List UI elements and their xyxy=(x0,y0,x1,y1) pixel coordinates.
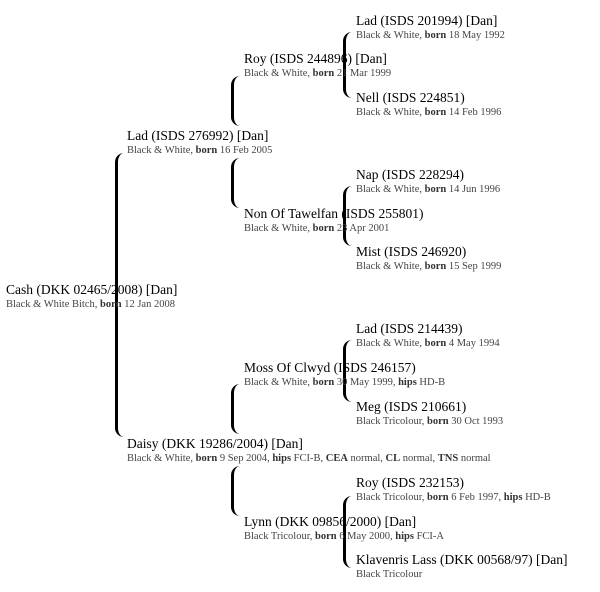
dog-details: Black & White, born 16 Feb 2005 xyxy=(127,145,273,156)
dog-lad-sire: Lad (ISDS 276992) [Dan] Black & White, b… xyxy=(127,127,272,158)
dog-roy-sire-sire: Roy (ISDS 244896) [Dan] Black & White, b… xyxy=(244,50,391,81)
connector-lynn-grandparents xyxy=(343,496,352,568)
dog-lynn: Lynn (DKK 09856/2000) [Dan] Black Tricol… xyxy=(244,513,444,544)
dog-name[interactable]: Lad (ISDS 276992) [Dan] xyxy=(127,128,269,143)
dog-details: Black & White, born 30 May 1999, hips HD… xyxy=(244,377,446,388)
connector-lad-parents xyxy=(231,76,240,126)
dog-meg: Meg (ISDS 210661) Black Tricolour, born … xyxy=(356,398,503,429)
dog-details: Black & White, born 9 Sep 2004, hips FCI… xyxy=(127,453,491,464)
dog-name[interactable]: Nell (ISDS 224851) xyxy=(356,90,465,105)
dog-details: Black & White, born 21 Mar 1999 xyxy=(244,68,392,79)
dog-details: Black & White, born 14 Jun 1996 xyxy=(356,184,501,195)
dog-name[interactable]: Cash (DKK 02465/2008) [Dan] xyxy=(6,282,178,297)
dog-name[interactable]: Roy (ISDS 232153) xyxy=(356,475,465,490)
dog-details: Black & White, born 14 Feb 1996 xyxy=(356,107,502,118)
dog-lad-214439: Lad (ISDS 214439) Black & White, born 4 … xyxy=(356,320,500,351)
dog-daisy: Daisy (DKK 19286/2004) [Dan] Black & Whi… xyxy=(127,435,491,466)
dog-mist: Mist (ISDS 246920) Black & White, born 1… xyxy=(356,243,501,274)
dog-nap: Nap (ISDS 228294) Black & White, born 14… xyxy=(356,166,500,197)
dog-name[interactable]: Klavenris Lass (DKK 00568/97) [Dan] xyxy=(356,552,568,567)
connector-non-of-tawelfan-parents xyxy=(343,186,352,246)
dog-name[interactable]: Roy (ISDS 244896) [Dan] xyxy=(244,51,387,66)
dog-name[interactable]: Lad (ISDS 214439) xyxy=(356,321,463,336)
dog-roy-232153: Roy (ISDS 232153) Black Tricolour, born … xyxy=(356,474,551,505)
dog-name[interactable]: Nap (ISDS 228294) xyxy=(356,167,464,182)
dog-name[interactable]: Lynn (DKK 09856/2000) [Dan] xyxy=(244,514,417,529)
dog-details: Black Tricolour, born 6 May 2000, hips F… xyxy=(244,531,444,542)
dog-name[interactable]: Lad (ISDS 201994) [Dan] xyxy=(356,13,498,28)
connector-lynn-parents xyxy=(231,466,240,516)
dog-klavenris-lass: Klavenris Lass (DKK 00568/97) [Dan] Blac… xyxy=(356,551,567,582)
dog-moss-of-clwyd: Moss Of Clwyd (ISDS 246157) Black & Whit… xyxy=(244,359,445,390)
dog-details: Black Tricolour xyxy=(356,569,423,580)
connector-roy-parents xyxy=(343,32,352,98)
dog-nell: Nell (ISDS 224851) Black & White, born 1… xyxy=(356,89,501,120)
dog-lad-201994: Lad (ISDS 201994) [Dan] Black & White, b… xyxy=(356,12,505,43)
connector-daisy-parents xyxy=(231,384,240,434)
dog-details: Black & White Bitch, born 12 Jan 2008 xyxy=(6,299,175,310)
dog-details: Black Tricolour, born 30 Oct 1993 xyxy=(356,416,504,427)
dog-details: Black & White, born 4 May 1994 xyxy=(356,338,500,349)
dog-details: Black & White, born 15 Sep 1999 xyxy=(356,261,502,272)
dog-details: Black Tricolour, born 6 Feb 1997, hips H… xyxy=(356,492,551,503)
connector-moss-parents xyxy=(343,340,352,402)
dog-details: Black & White, born 23 Apr 2001 xyxy=(244,223,390,234)
dog-name[interactable]: Daisy (DKK 19286/2004) [Dan] xyxy=(127,436,303,451)
dog-name[interactable]: Moss Of Clwyd (ISDS 246157) xyxy=(244,360,416,375)
connector-non-parents xyxy=(231,158,240,208)
dog-name[interactable]: Non Of Tawelfan (ISDS 255801) xyxy=(244,206,424,221)
connector-cash-parents xyxy=(115,153,124,437)
dog-details: Black & White, born 18 May 1992 xyxy=(356,30,505,41)
dog-name[interactable]: Mist (ISDS 246920) xyxy=(356,244,467,259)
dog-name[interactable]: Meg (ISDS 210661) xyxy=(356,399,467,414)
dog-cash: Cash (DKK 02465/2008) [Dan] Black & Whit… xyxy=(6,281,177,312)
dog-non-of-tawelfan: Non Of Tawelfan (ISDS 255801) Black & Wh… xyxy=(244,205,424,236)
